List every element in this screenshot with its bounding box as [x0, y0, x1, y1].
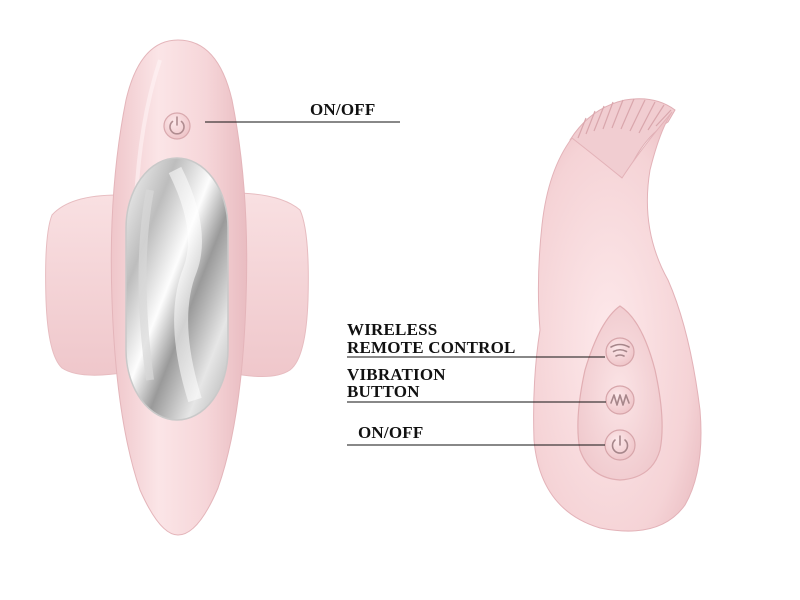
wireless-signal-icon: [610, 343, 630, 357]
front-power-button[interactable]: [163, 112, 191, 140]
power-icon: [169, 116, 185, 135]
front-power-label: ON/OFF: [310, 100, 376, 119]
wireless-button[interactable]: [605, 337, 635, 367]
ridged-tip: [569, 98, 676, 181]
wireless-label-line1: WIRELESS: [347, 320, 438, 339]
vibration-wave-icon: [610, 394, 630, 406]
power-icon: [611, 435, 629, 454]
leader-lines: [205, 121, 606, 446]
left-wing: [45, 194, 129, 376]
vibration-button[interactable]: [605, 385, 635, 415]
metal-plate: [125, 157, 229, 421]
vibration-label-line1: VIBRATION: [347, 365, 446, 384]
device-side-view: [533, 98, 702, 532]
vibration-label-line2: BUTTON: [347, 382, 420, 401]
side-power-label: ON/OFF: [358, 423, 424, 442]
wireless-label-line2: REMOTE CONTROL: [347, 338, 516, 357]
device-front-view: [45, 39, 309, 536]
